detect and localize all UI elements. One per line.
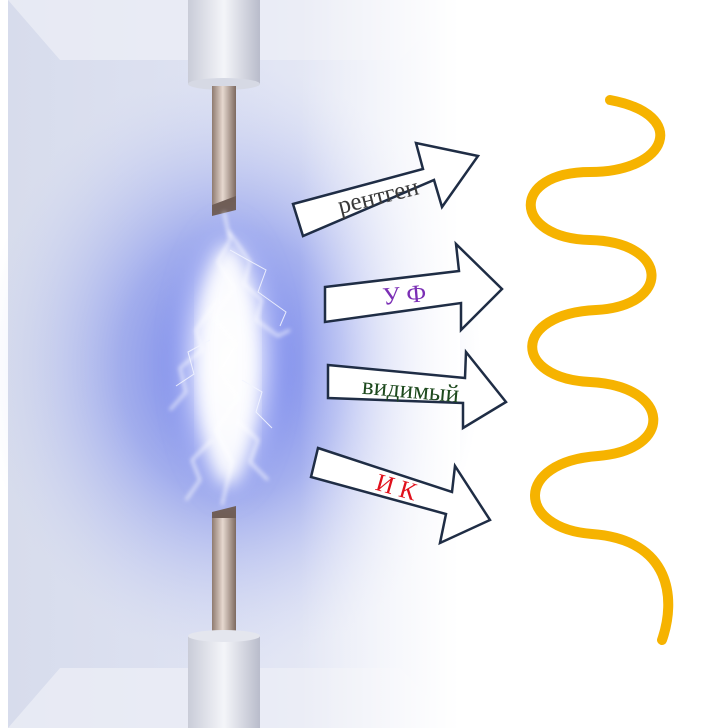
spark-discharge [166, 210, 291, 510]
arrow-uv: У Ф [323, 240, 504, 334]
wave-line [525, 95, 674, 645]
wave [525, 95, 674, 645]
bottom-electrode [188, 506, 260, 728]
arrow-label-uv: У Ф [381, 280, 427, 311]
top-electrode [188, 0, 260, 216]
